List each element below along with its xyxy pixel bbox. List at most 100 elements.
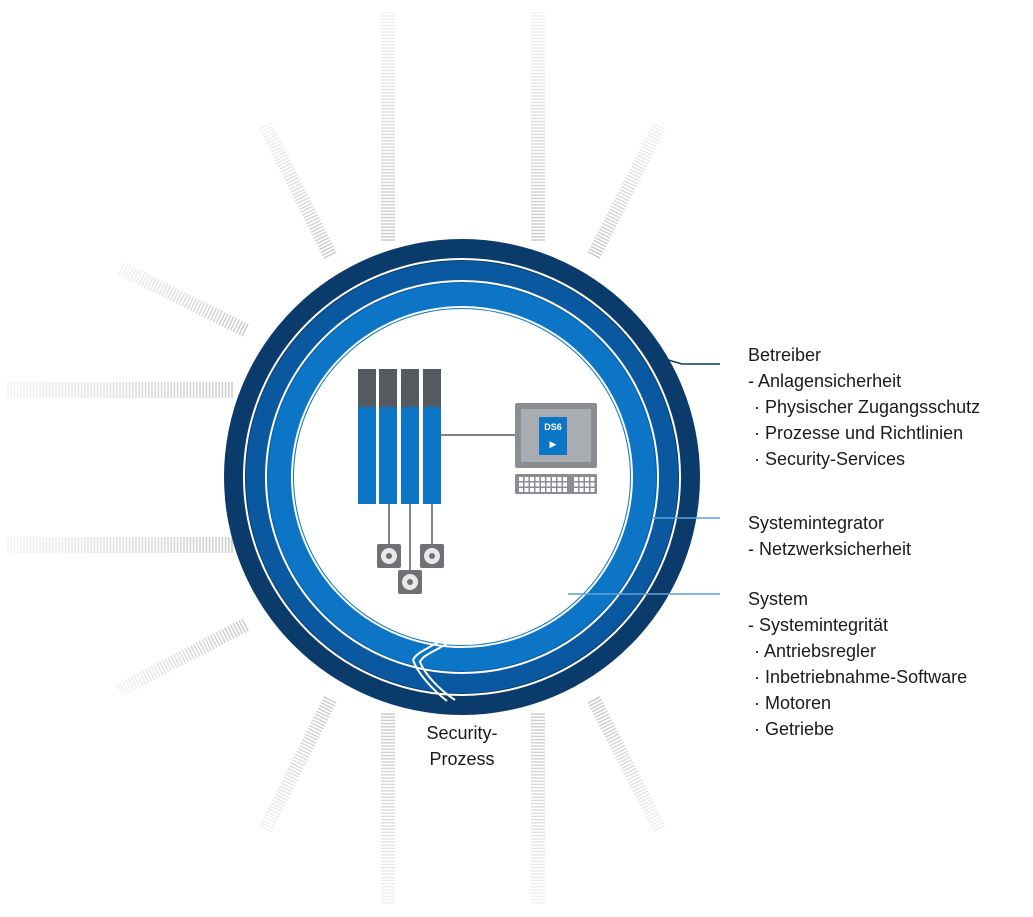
ray-dash (149, 277, 158, 292)
ray-dash (229, 624, 238, 638)
ray-dash (181, 649, 190, 663)
ray-dash (226, 316, 235, 330)
ray-dash (652, 824, 666, 833)
ray-dash (646, 813, 660, 821)
ray-dash (201, 303, 209, 317)
ray-dash (310, 721, 324, 730)
ray-dash (289, 764, 303, 773)
ray-dash (319, 242, 333, 251)
ray-dash (224, 627, 232, 641)
ray-dash (190, 645, 198, 659)
ray-dash (643, 139, 658, 148)
ray-dash (299, 744, 313, 753)
operator-title: Betreiber (748, 345, 822, 365)
ray-dash (224, 314, 232, 329)
ray-dash (206, 306, 215, 320)
ray-dash (604, 216, 618, 225)
ray-dash (311, 228, 326, 236)
ray-dash (597, 716, 611, 724)
ray-dash (267, 139, 281, 148)
ray-dash (132, 269, 140, 283)
ray-dash (164, 658, 173, 672)
ray-dash (320, 245, 334, 254)
ray-dash (321, 248, 336, 256)
ray-dash (652, 122, 666, 131)
ray-dash (187, 646, 195, 660)
ray-dash (303, 736, 317, 744)
ray-dash (619, 188, 633, 197)
ray-dash (123, 265, 132, 279)
ray-dash (175, 290, 183, 304)
ring-divider (243, 258, 681, 696)
radiating-rays (7, 12, 666, 904)
ray-dash (172, 289, 180, 303)
ray-dash (163, 284, 172, 299)
ray-dash (279, 162, 293, 171)
ray-dash (610, 741, 624, 750)
ray-dash (283, 776, 297, 784)
ray-dash (638, 796, 652, 804)
ray-dash (260, 125, 274, 133)
ray-dash (153, 664, 161, 678)
key (557, 482, 562, 487)
ray-dash (181, 293, 189, 307)
ray-dash (266, 136, 280, 145)
ray-dash (314, 713, 329, 721)
software-badge: DS6 (544, 422, 562, 432)
ray-dash (616, 194, 630, 202)
ray-dash (603, 727, 617, 736)
ray-dash (116, 683, 124, 697)
key (563, 482, 567, 487)
ray-dash (238, 321, 246, 336)
system-item: · Antriebsregler (754, 641, 877, 661)
ray-dash (290, 185, 304, 193)
ray-dash (184, 647, 193, 662)
ray-dash (651, 125, 665, 134)
key (552, 477, 556, 481)
ray-dash (195, 642, 204, 656)
ray-dash (630, 165, 645, 174)
ray-dash (614, 750, 629, 759)
system-subtitle: - Systemintegrität (748, 615, 889, 635)
ray-dash (632, 162, 646, 171)
ray-dash (306, 730, 320, 739)
ray-dash (607, 736, 621, 744)
motors (377, 544, 444, 594)
integrator-subtitle: - Netzwerksicherheit (748, 539, 912, 559)
key (579, 482, 584, 487)
ray-dash (284, 173, 298, 182)
ray-dash (293, 191, 307, 199)
ray-dash (279, 784, 293, 793)
key (541, 482, 545, 487)
ray-dash (604, 730, 618, 739)
ray-dash (146, 276, 155, 290)
system-label: System - Systemintegrität · Antriebsregl… (748, 586, 967, 742)
ray-dash (167, 656, 176, 670)
ray-dash (258, 122, 273, 130)
ray-dash (587, 696, 601, 704)
ray-dash (264, 813, 278, 822)
ray-dash (178, 292, 186, 306)
ray-dash (612, 202, 626, 211)
ray-dash (267, 807, 281, 816)
ray-dash (600, 721, 614, 730)
security-process-line1: Security- (426, 723, 498, 743)
ray-dash (299, 202, 313, 211)
key (585, 482, 589, 487)
ray-dash (117, 262, 126, 276)
ray-dash (155, 662, 164, 676)
ray-dash (309, 724, 323, 733)
ray-dash (617, 191, 632, 199)
key (541, 488, 545, 492)
ray-dash (646, 134, 660, 142)
integrator-title: Systemintegrator (748, 513, 885, 533)
ring-divider (291, 306, 633, 648)
ray-dash (186, 296, 195, 310)
key (590, 477, 595, 481)
key (519, 488, 523, 492)
ray-dash (598, 228, 613, 236)
ray-dash (287, 179, 301, 188)
ray-dash (588, 248, 603, 256)
ray-dash (645, 810, 659, 818)
key (585, 477, 589, 481)
